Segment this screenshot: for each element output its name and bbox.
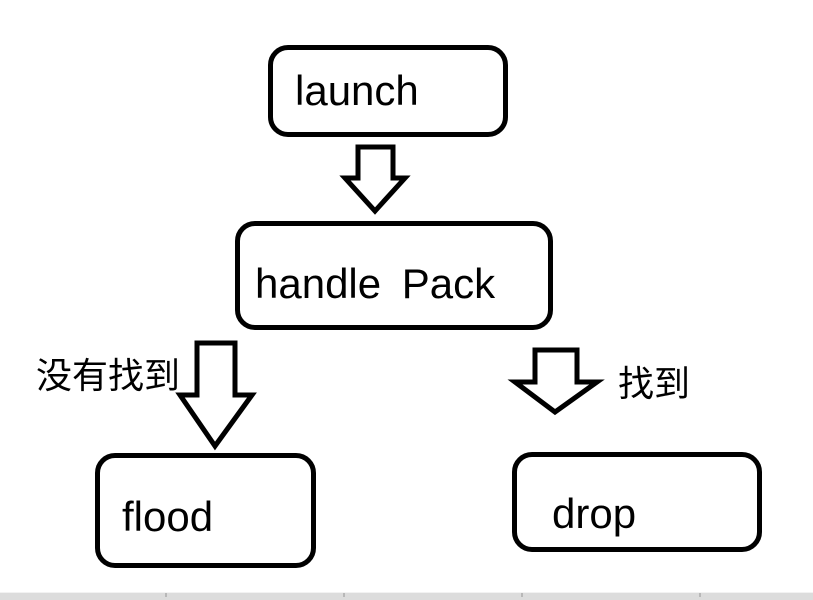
node-flood[interactable]: flood (95, 453, 316, 568)
grid-tick (699, 593, 701, 597)
bottom-window-edge (0, 592, 813, 600)
down-arrow-handle-pack-to-flood-icon[interactable] (175, 340, 257, 451)
node-handle-pack[interactable]: handle Pack (235, 221, 553, 330)
node-flood-label: flood (122, 492, 214, 540)
down-arrow-launch-to-handle-pack-icon[interactable] (339, 144, 411, 215)
node-handle-pack-label: handle Pack (255, 259, 496, 307)
node-launch-label: launch (295, 67, 419, 114)
grid-tick (343, 593, 345, 597)
grid-tick (165, 593, 167, 597)
down-arrow-handle-pack-to-drop-icon[interactable] (507, 347, 605, 416)
grid-tick (521, 593, 523, 597)
node-drop[interactable]: drop (512, 452, 762, 552)
node-launch[interactable]: launch (268, 45, 508, 137)
edge-label-found[interactable]: 找到 (618, 363, 691, 404)
edge-label-not-found[interactable]: 没有找到 (36, 355, 181, 396)
node-drop-label: drop (552, 490, 637, 537)
